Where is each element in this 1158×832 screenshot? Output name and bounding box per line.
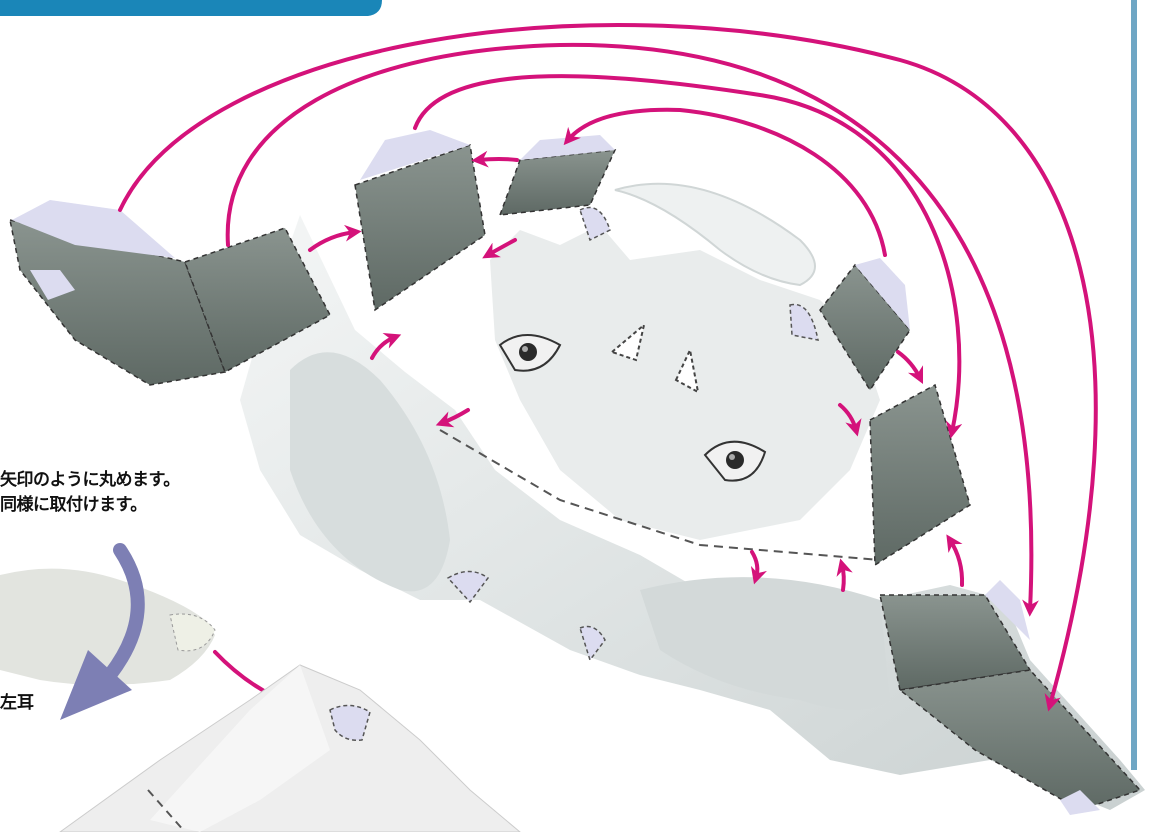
curved-arrow-icon <box>478 159 517 160</box>
instruction-line-1: 矢印のように丸めます。 <box>0 465 180 490</box>
instruction-line-2: 同様に取付けます。 <box>0 490 147 515</box>
left-ear-label: 左耳 <box>0 688 34 713</box>
curved-arrow-icon <box>898 352 920 378</box>
curved-arrow-icon <box>752 552 757 578</box>
curved-arrow-icon <box>842 565 844 590</box>
curved-arrow-icon <box>310 232 355 250</box>
curved-arrow-icon <box>950 540 962 585</box>
